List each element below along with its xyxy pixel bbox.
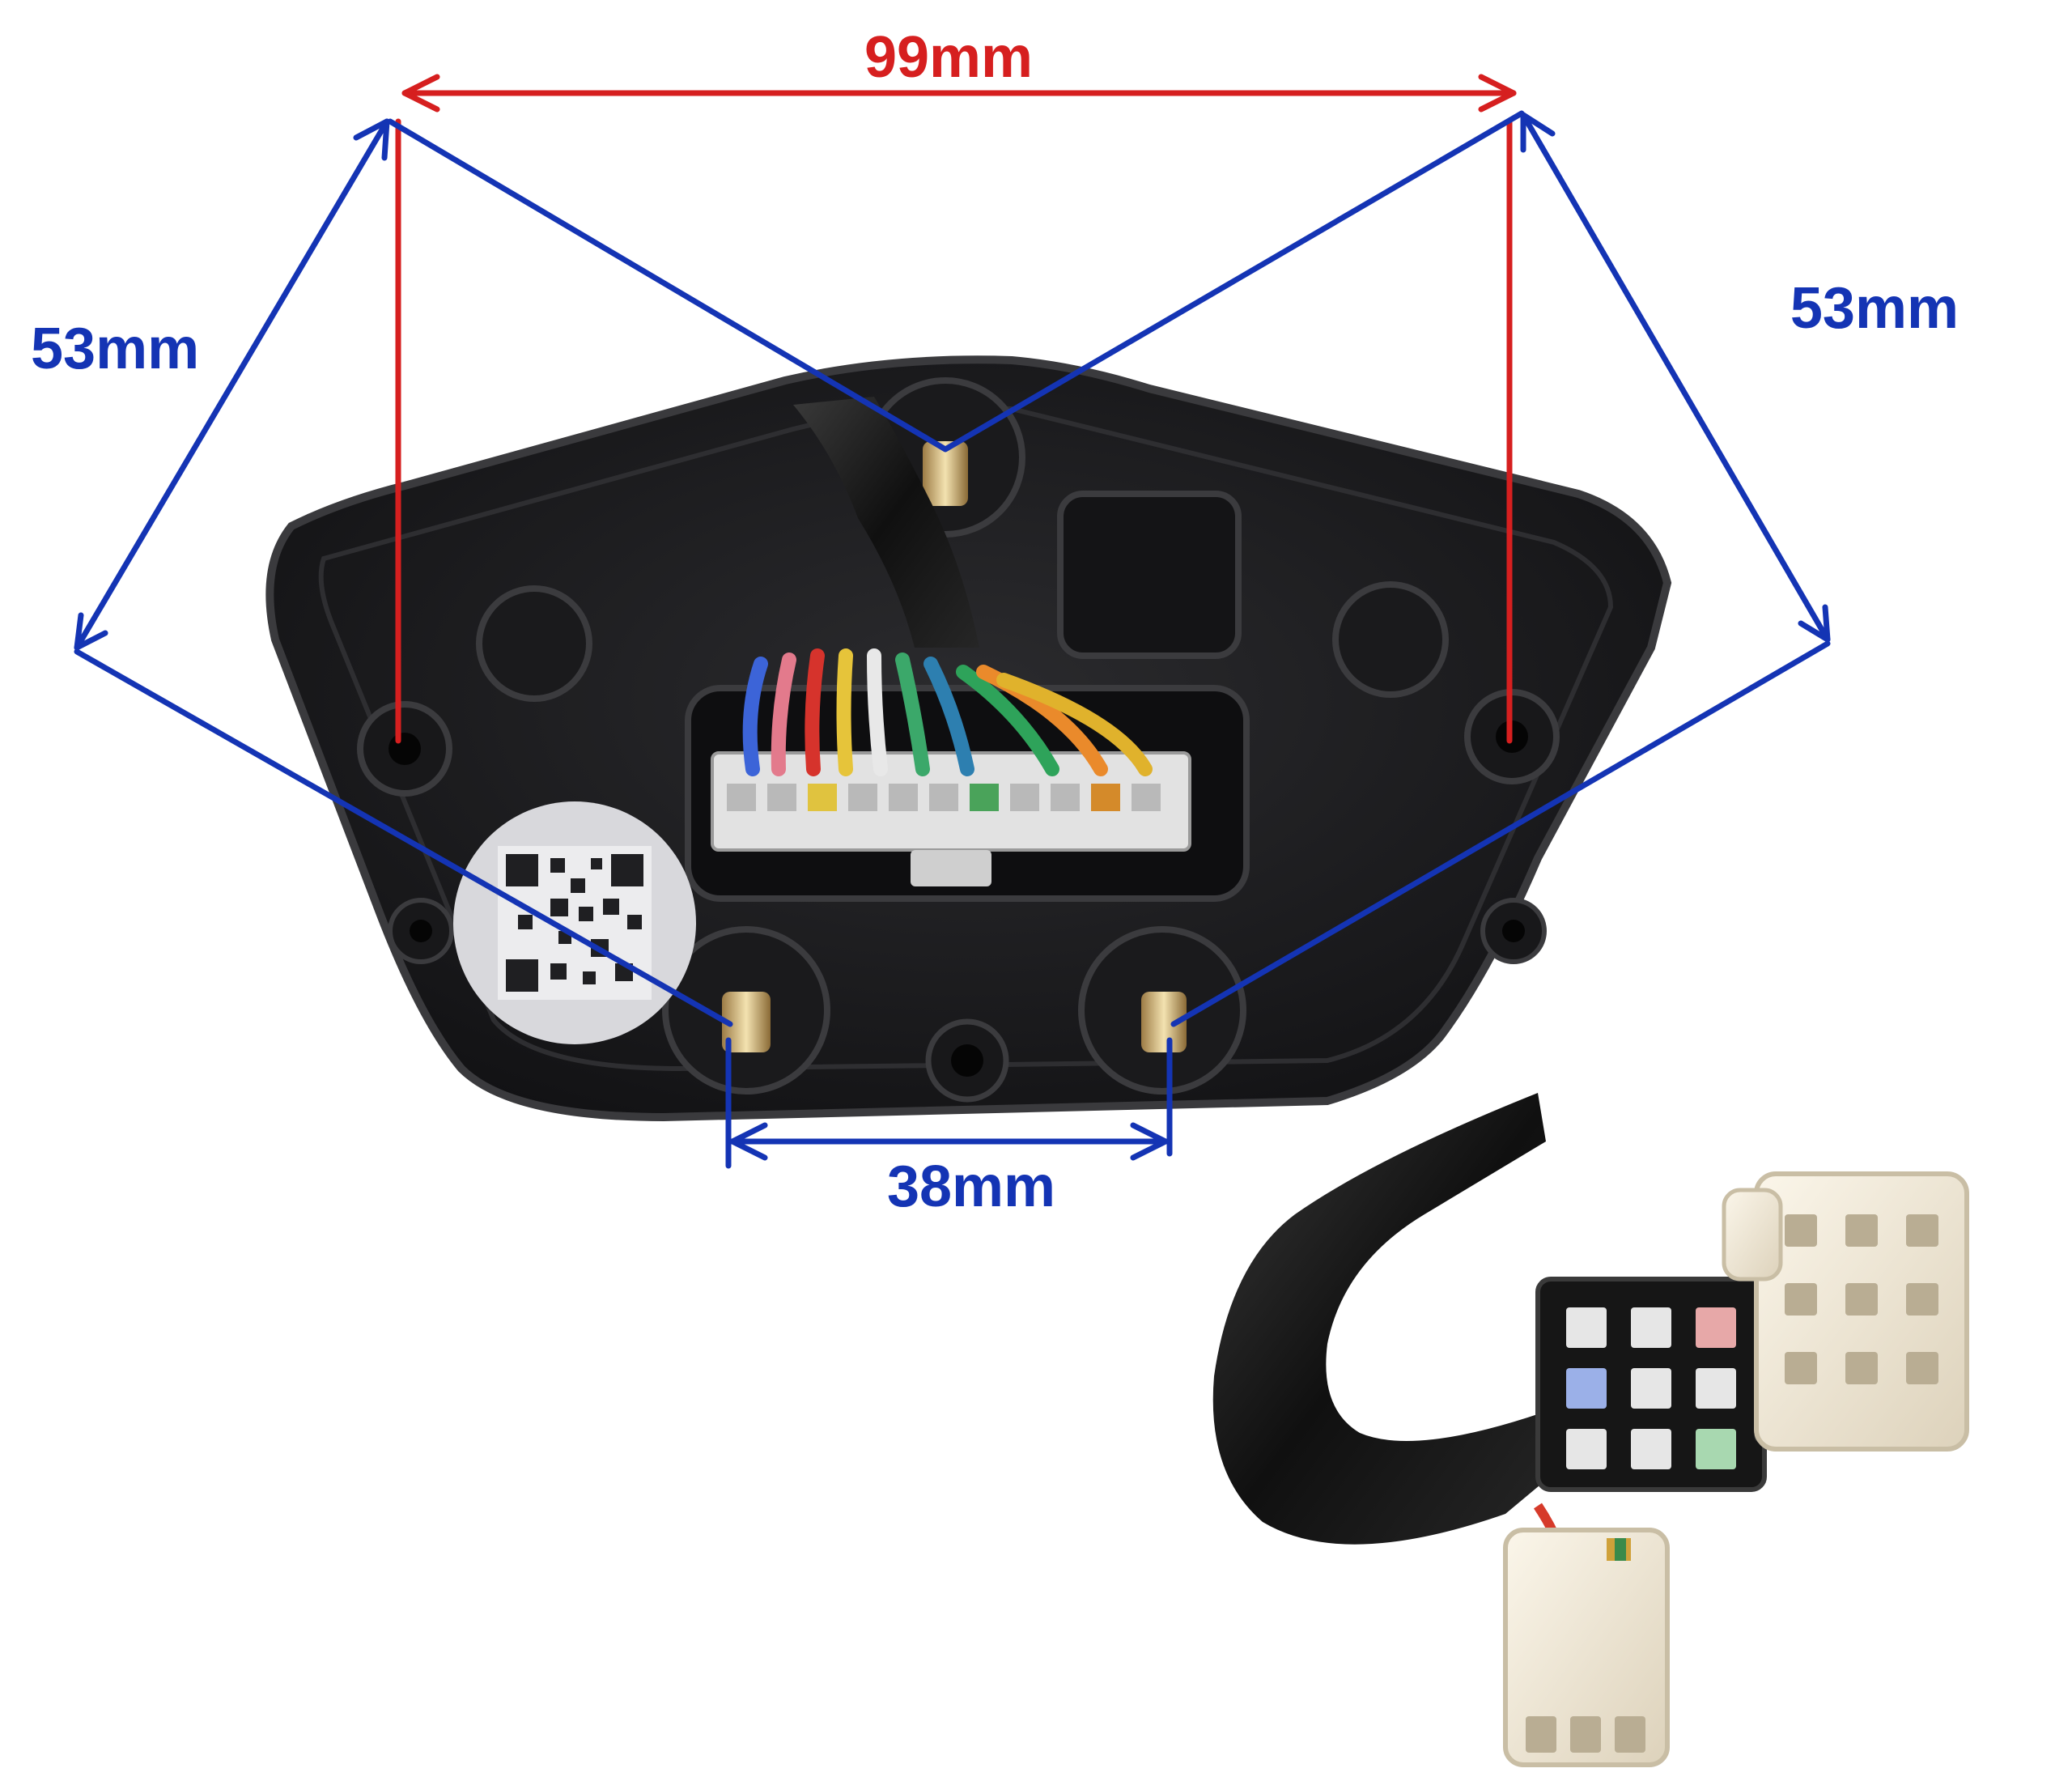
dimension-99mm-lines	[395, 74, 1517, 744]
screw-lower-right	[1480, 898, 1547, 964]
boss-left	[476, 585, 592, 702]
label-bottom-width: 38mm	[887, 1154, 1055, 1219]
cream-connector-small	[1503, 1528, 1670, 1767]
harness-cable	[1212, 1093, 1554, 1545]
stud-bottom-right	[1078, 926, 1246, 1095]
qr-code-icon	[453, 801, 696, 1044]
dimension-blue-lines	[74, 110, 1831, 1169]
label-right-diagonal: 53mm	[1790, 276, 1959, 341]
screw-left	[357, 701, 452, 797]
gauge-housing	[265, 355, 1672, 1122]
label-top-width: 99mm	[864, 25, 1033, 90]
label-left-diagonal: 53mm	[31, 317, 199, 381]
connector-latch	[911, 850, 991, 886]
dimension-lines	[74, 74, 1831, 1169]
colored-wires	[742, 648, 1153, 776]
screw-bottom-center	[925, 1018, 1009, 1103]
cable-upper	[793, 397, 979, 648]
screw-lower-left	[388, 898, 454, 964]
pin-row	[727, 784, 1161, 811]
square-socket	[1057, 491, 1242, 659]
cream-connector-large	[1722, 1171, 1969, 1452]
wiring-harness	[1212, 1093, 1969, 1767]
stud-bottom-left	[662, 926, 830, 1095]
boss-right	[1332, 581, 1449, 698]
